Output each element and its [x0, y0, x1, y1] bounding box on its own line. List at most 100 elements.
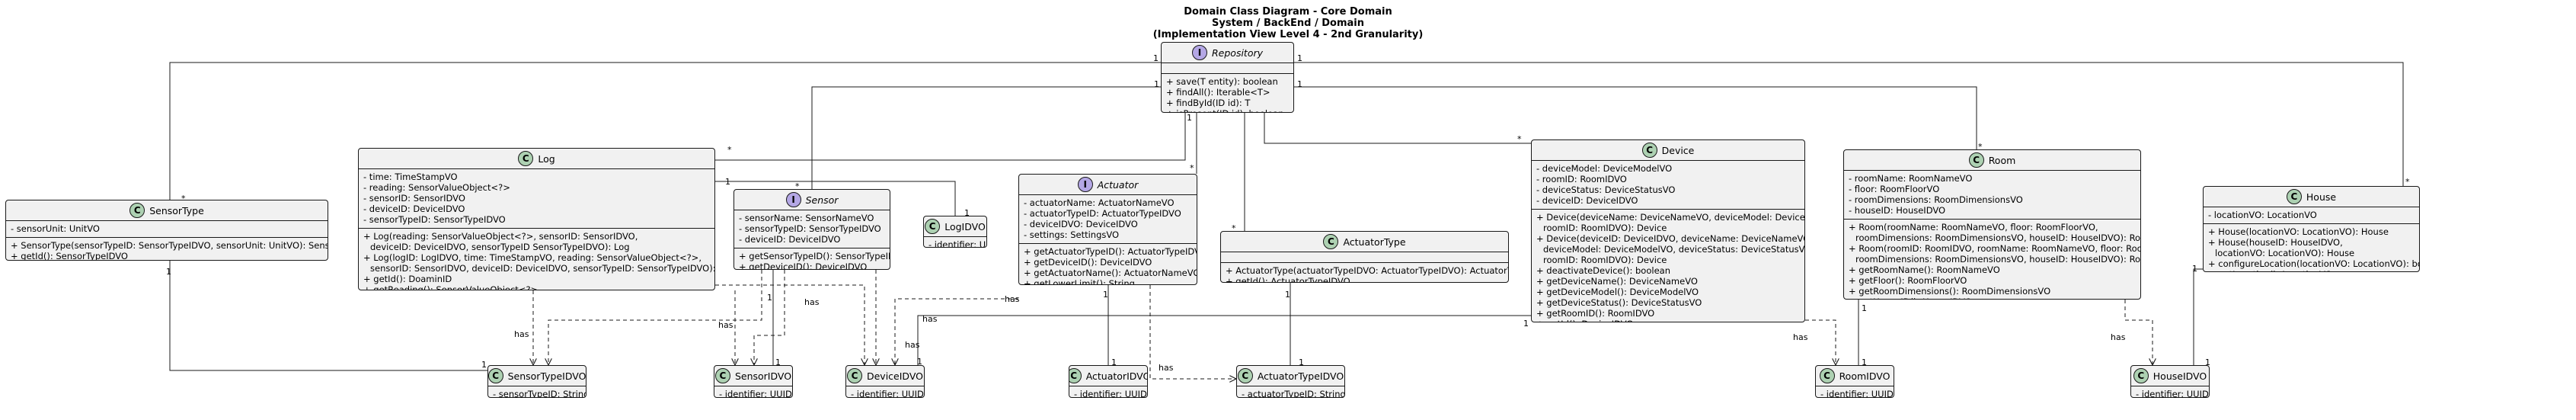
class-icon: C: [2133, 368, 2149, 383]
class-name: DeviceIDVO: [866, 370, 923, 382]
member-row: - sensorID: SensorIDVO: [363, 193, 465, 204]
class-houseidvo[interactable]: C HouseIDVO - identifier: UUID: [2130, 365, 2210, 398]
member-row: + getReading(): SensorValueObject<?>: [363, 284, 539, 290]
attributes-section: - time: TimeStampVO- reading: SensorValu…: [359, 169, 714, 229]
composition-line: [705, 178, 956, 216]
members-section: + Room(roomName: RoomNameVO, floor: Room…: [1844, 220, 2141, 299]
multiplicity-label: 1: [1103, 290, 1108, 300]
multiplicity-label: 1: [917, 357, 922, 367]
diagram-title-line: System / BackEnd / Domain: [1212, 18, 1364, 29]
member-row: - actuatorTypeID: String: [1242, 389, 1345, 398]
members-section: + getActuatorTypeID(): ActuatorTypeIDVO+…: [1019, 244, 1197, 284]
member-row: - time: TimeStampVO: [363, 172, 458, 182]
member-row: + getHouseID(): HouseIDVO: [1849, 297, 2136, 299]
class-icon: C: [1323, 234, 1339, 249]
multiplicity-label: *: [795, 181, 800, 191]
dependency-line: [715, 284, 865, 365]
has-label: has: [1005, 294, 1020, 304]
members-section: + getSensorTypeID(): SensorTypeIDVO+ get…: [734, 248, 890, 270]
attributes-section: [1221, 252, 1508, 263]
members-section: + ActuatorType(actuatorTypeIDVO: Actuato…: [1221, 263, 1509, 282]
member-row: - identifier: UUID: [928, 239, 986, 248]
composition-line: [167, 250, 487, 371]
members-section: - identifier: UUID: [846, 386, 924, 397]
members-section: - identifier: UUID: [714, 386, 792, 398]
member-row: + getId(): DeviceIDVO: [1536, 319, 1800, 322]
composition-line: [2193, 266, 2213, 365]
class-header: C HouseIDVO: [2131, 366, 2209, 386]
multiplicity-label: 1: [1862, 303, 1867, 313]
composition-line: [715, 102, 1188, 161]
class-name: HouseIDVO: [2153, 370, 2207, 382]
has-label: has: [718, 320, 733, 330]
member-row: - floor: RoomFloorVO: [1849, 184, 1940, 194]
diagram-title-line: (Implementation View Level 4 - 2nd Granu…: [1152, 29, 1424, 40]
class-actuatortype[interactable]: C ActuatorType + ActuatorType(actuatorType…: [1220, 231, 1509, 283]
multiplicity-label: 1: [775, 357, 781, 367]
class-name: ActuatorIDVO: [1085, 370, 1148, 382]
multiplicity-label: 1: [2192, 264, 2197, 274]
member-row: + Log(logID: LogIDVO, time: TimeStampVO,…: [363, 252, 702, 263]
class-icon: C: [518, 151, 534, 166]
dependency-line: [1149, 285, 1236, 379]
interface-icon: I: [1191, 45, 1207, 60]
attributes-section: - sensorName: SensorNameVO- sensorTypeID…: [734, 210, 890, 248]
member-row: - deviceIDVO: DeviceIDVO: [1024, 219, 1138, 229]
member-row: + findById(ID id): T: [1166, 98, 1251, 108]
member-row: roomDimensions: RoomDimensionsVO, houseI…: [1855, 232, 2141, 243]
members-section: + save(T entity): boolean+ findAll(): It…: [1162, 74, 1293, 112]
member-row: + getDeviceID(): DeviceIDVO: [739, 261, 868, 270]
member-row: roomID: RoomIDVO): Device: [1543, 255, 1667, 265]
member-row: + getId(): DoaminID: [363, 274, 452, 284]
has-label: has: [1793, 332, 1808, 342]
member-row: + getActuatorName(): ActuatorNameVO: [1024, 268, 1197, 278]
class-sensor[interactable]: I Sensor - sensorName: SensorNameVO- senso…: [733, 189, 890, 270]
member-row: + save(T entity): boolean: [1166, 76, 1278, 87]
composition-line: [1283, 84, 1977, 149]
member-row: + getFloor(): RoomFloorVO: [1849, 275, 1967, 286]
composition-line: [169, 59, 1171, 200]
member-row: - sensorTypeID: String: [493, 389, 586, 398]
members-section: - identifier: UUID: [1816, 386, 1894, 398]
class-name: LogIDVO: [944, 220, 986, 232]
class-name: Sensor: [805, 194, 839, 206]
multiplicity-label: 1: [2205, 357, 2210, 367]
multiplicity-label: 1: [1154, 79, 1159, 89]
diagram-title: Domain Class Diagram - Core Domain Syste…: [0, 6, 2576, 40]
member-row: + ActuatorType(actuatorTypeIDVO: Actuato…: [1226, 265, 1509, 276]
class-icon: C: [1968, 152, 1984, 168]
composition-line: [811, 84, 1171, 189]
members-section: - identifier: UUID: [2131, 386, 2209, 397]
member-row: + getLocation(): LocationVO: [2208, 269, 2415, 271]
member-row: + getRoomDimensions(): RoomDimensionsVO: [1849, 286, 2051, 297]
member-row: - identifier: UUID: [719, 389, 792, 398]
class-name: ActuatorType: [1343, 236, 1406, 248]
member-row: - identifier: UUID: [1820, 389, 1894, 398]
diagram-title-line: Domain Class Diagram - Core Domain: [1184, 6, 1392, 18]
class-name: SensorIDVO: [734, 370, 792, 382]
interface-icon: I: [785, 192, 801, 207]
class-icon: C: [488, 368, 503, 383]
class-header: I Sensor: [734, 190, 890, 210]
has-label: has: [804, 297, 820, 307]
